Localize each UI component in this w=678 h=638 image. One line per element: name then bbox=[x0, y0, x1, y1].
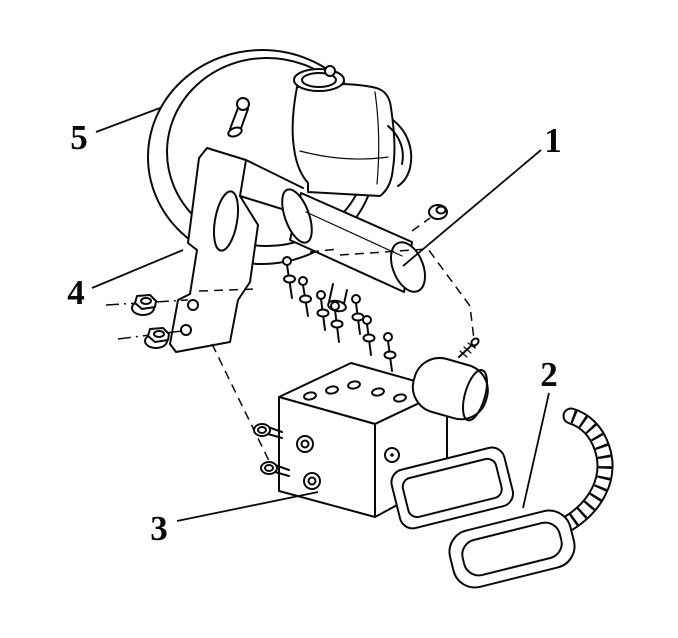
callout-leader-1 bbox=[402, 149, 542, 267]
control-module bbox=[390, 446, 515, 530]
pump-motor bbox=[411, 337, 489, 422]
solenoid-valve-7 bbox=[383, 332, 397, 372]
flange-nut-1 bbox=[131, 294, 157, 316]
callout-label-2: 2 bbox=[540, 355, 558, 394]
callout-leader-5 bbox=[95, 107, 161, 133]
callout-label-3: 3 bbox=[150, 509, 168, 548]
port-bolt-1 bbox=[253, 423, 283, 439]
callout-label-5: 5 bbox=[70, 118, 88, 157]
fluid-reservoir bbox=[291, 65, 413, 197]
solenoid-valves bbox=[282, 256, 397, 372]
solenoid-valve-6 bbox=[362, 315, 376, 356]
callout-leader-2 bbox=[522, 392, 550, 509]
electrical-connector bbox=[448, 509, 576, 589]
alignment-dashes bbox=[105, 248, 476, 468]
pushrod-stud bbox=[227, 97, 250, 138]
callout-leader-4 bbox=[91, 249, 184, 289]
wiring-harness bbox=[555, 407, 614, 535]
solenoid-valve-2 bbox=[298, 276, 312, 317]
mounting-bracket bbox=[169, 147, 304, 353]
callout-label-1: 1 bbox=[544, 121, 562, 160]
solenoid-valve-5 bbox=[351, 294, 365, 335]
reservoir-cap bbox=[293, 65, 345, 92]
solenoid-valve-1 bbox=[282, 256, 296, 299]
callout-label-4: 4 bbox=[67, 273, 85, 312]
callout-leader-3 bbox=[176, 491, 319, 522]
flange-nut-2 bbox=[144, 327, 170, 349]
solenoid-valve-4 bbox=[330, 301, 344, 343]
port-bolt-2 bbox=[260, 461, 290, 477]
mounting-nut-right bbox=[411, 204, 448, 232]
solenoid-valve-3 bbox=[316, 290, 330, 331]
